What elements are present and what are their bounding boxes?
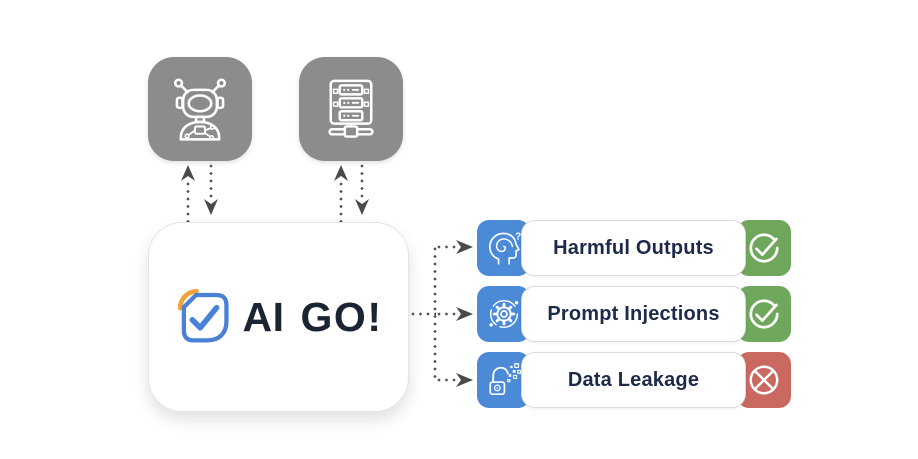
cross-circle-icon: [745, 361, 783, 399]
status-pass-badge: [737, 286, 791, 342]
arrow-right-icon: [456, 373, 473, 387]
risk-label: Prompt Injections: [547, 302, 720, 325]
risk-label: Harmful Outputs: [553, 236, 714, 259]
risk-label-pill: Data Leakage: [521, 352, 746, 408]
branch-line-3: [436, 378, 457, 382]
chatbot-source-box: [148, 57, 252, 161]
chatbot-robot-icon: [164, 73, 236, 145]
brand-text-go: GO!: [300, 293, 383, 340]
downlink-line-1: [209, 163, 213, 199]
risk-label: Data Leakage: [567, 368, 700, 391]
brand-text-ai: AI: [242, 293, 285, 340]
shield-check-document-icon: [175, 286, 233, 348]
branch-line-1: [436, 245, 457, 249]
arrow-right-icon: [456, 307, 473, 321]
arrow-down-icon: [204, 199, 218, 215]
uplink-line-2: [339, 181, 343, 222]
arrow-up-icon: [181, 165, 195, 181]
risk-row-data-leakage: Data Leakage: [477, 352, 791, 408]
ai-go-hub-box: AI GO!: [148, 222, 409, 412]
ai-go-logo: AI GO!: [175, 286, 383, 348]
risk-label-pill: Harmful Outputs: [521, 220, 746, 276]
arrow-up-icon: [334, 165, 348, 181]
svg-text:?: ?: [515, 232, 521, 243]
check-circle-icon: [745, 229, 783, 267]
risk-row-harmful-outputs: ? Harmful Outputs: [477, 220, 791, 276]
branch-line-2: [436, 312, 457, 316]
downlink-line-2: [360, 163, 364, 199]
arrow-right-icon: [456, 240, 473, 254]
server-rack-icon: [315, 73, 387, 145]
hub-output-line: [410, 312, 436, 316]
status-fail-badge: [737, 352, 791, 408]
status-pass-badge: [737, 220, 791, 276]
arrow-down-icon: [355, 199, 369, 215]
server-source-box: [299, 57, 403, 161]
branch-trunk-line: [433, 246, 437, 381]
uplink-line-1: [186, 181, 190, 222]
risk-label-pill: Prompt Injections: [521, 286, 746, 342]
risk-row-prompt-injections: Prompt Injections: [477, 286, 791, 342]
check-circle-icon: [745, 295, 783, 333]
